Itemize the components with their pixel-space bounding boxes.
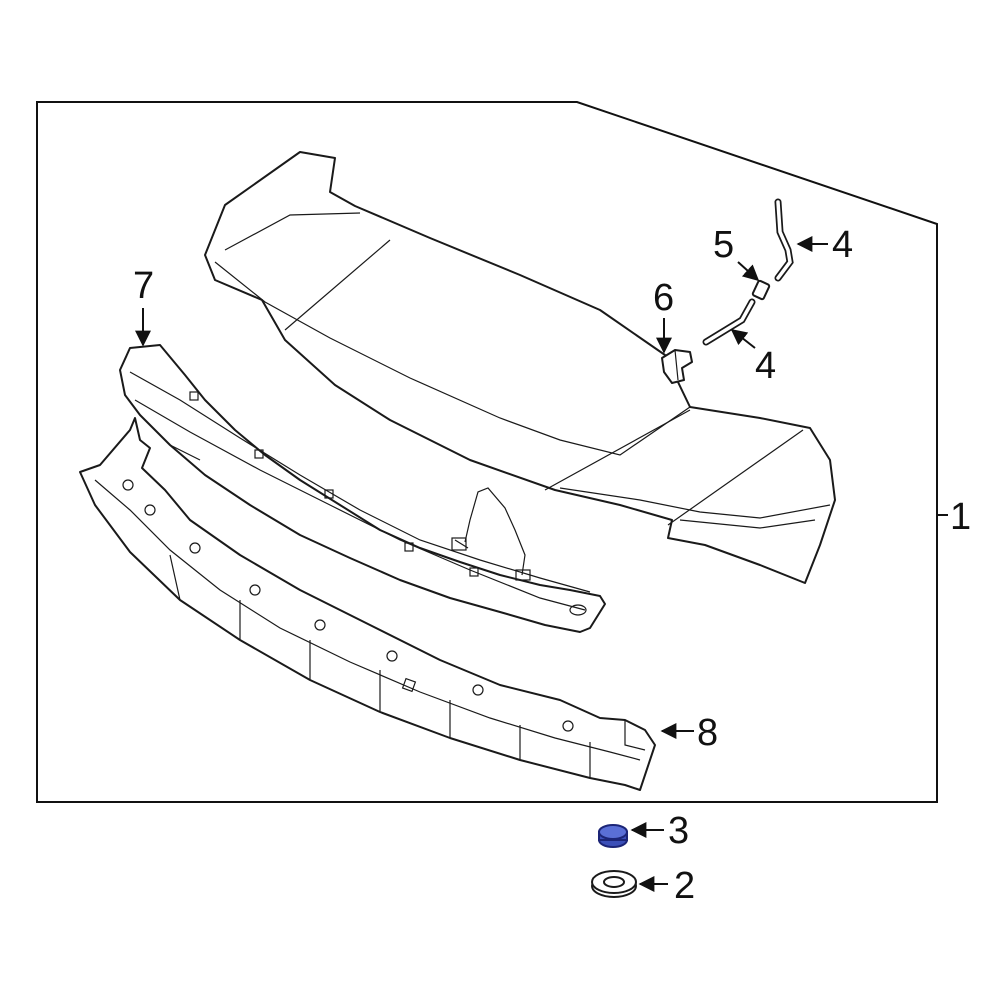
callout-5[interactable]: 5 [713, 224, 734, 266]
callout-2[interactable]: 2 [674, 865, 695, 907]
callout-7[interactable]: 7 [133, 265, 154, 307]
upper-molding-part[interactable] [119, 344, 606, 633]
lower-garnish-part[interactable] [79, 417, 656, 791]
hose-part-upper[interactable] [774, 198, 794, 282]
leader-line-4b [730, 329, 756, 349]
clip-part[interactable] [598, 824, 628, 848]
connector-part[interactable] [751, 279, 771, 301]
callout-3[interactable]: 3 [668, 810, 689, 852]
hose-part-lower[interactable] [702, 298, 756, 346]
callout-4a[interactable]: 4 [832, 224, 853, 266]
spoiler-part[interactable] [204, 151, 836, 584]
leader-line-5 [737, 261, 760, 282]
callout-8[interactable]: 8 [697, 712, 718, 754]
callout-4b[interactable]: 4 [755, 345, 776, 387]
callout-1[interactable]: 1 [950, 496, 971, 538]
nozzle-part[interactable] [661, 349, 693, 384]
callout-6[interactable]: 6 [653, 277, 674, 319]
grommet-part[interactable] [591, 870, 637, 898]
assembly-frame [36, 101, 938, 803]
